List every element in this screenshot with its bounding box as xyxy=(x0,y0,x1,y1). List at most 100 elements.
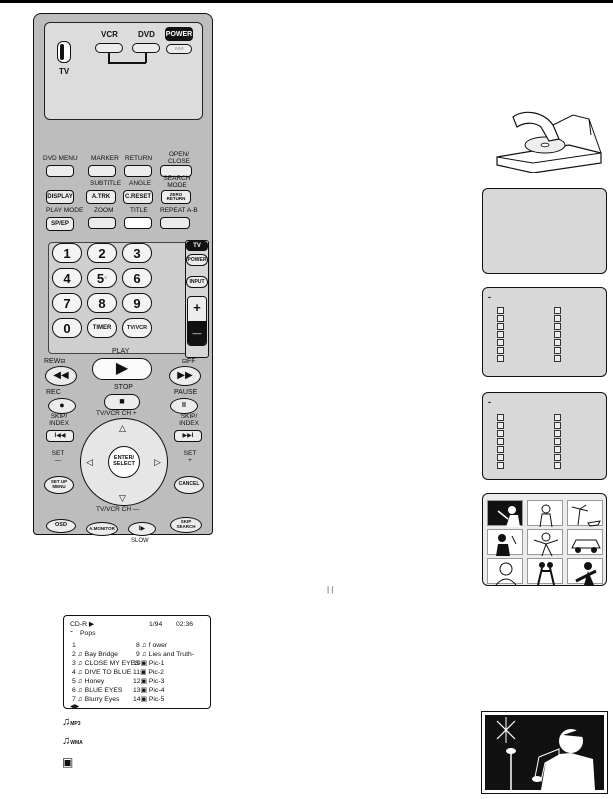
list-item[interactable]: 1 xyxy=(72,642,76,649)
list-item[interactable]: 8 ♫ f ower xyxy=(136,642,168,649)
thumbnail-2[interactable] xyxy=(527,500,563,528)
list-item[interactable]: 9 ♫ Lies and Truth- xyxy=(136,651,195,658)
tv-input-button[interactable]: INPUT xyxy=(186,276,208,288)
number-0-button[interactable]: 0 xyxy=(52,318,82,338)
file-check-icon[interactable] xyxy=(497,355,504,362)
file-check-icon[interactable] xyxy=(554,347,561,354)
file-check-icon[interactable] xyxy=(554,355,561,362)
thumbnail-7[interactable] xyxy=(487,558,523,586)
file-check-icon[interactable] xyxy=(497,454,504,461)
display-button[interactable]: DISPLAY xyxy=(46,190,74,204)
c-reset-button[interactable]: C.RESET xyxy=(123,190,153,204)
open-close-button[interactable] xyxy=(160,165,192,177)
list-item[interactable]: 11▣ Pic-2 xyxy=(133,669,164,676)
file-check-icon[interactable] xyxy=(554,315,561,322)
list-item[interactable]: 4 ♫ DIVE TO BLUE xyxy=(72,669,132,676)
enter-select-button[interactable]: ENTER/ SELECT xyxy=(108,446,140,478)
zoom-button[interactable] xyxy=(88,217,116,229)
thumbnail-5[interactable] xyxy=(527,529,563,557)
file-check-icon[interactable] xyxy=(497,414,504,421)
list-item[interactable]: 12▣ Pic-3 xyxy=(133,678,165,685)
file-check-icon[interactable] xyxy=(554,462,561,469)
number-5-button[interactable]: 5○ xyxy=(87,268,117,288)
page-nav-arrows[interactable]: ◀▶ xyxy=(70,704,80,710)
thumbnail-9[interactable] xyxy=(567,558,603,585)
thumbnail-8[interactable] xyxy=(527,558,563,586)
pause-button[interactable]: II xyxy=(170,398,198,414)
dvd-mode-button[interactable] xyxy=(132,43,160,53)
thumbnail-1[interactable] xyxy=(487,500,523,527)
file-check-icon[interactable] xyxy=(497,430,504,437)
number-6-button[interactable]: 6 xyxy=(122,268,152,288)
list-item[interactable]: 5 ♫ Honey xyxy=(72,678,105,685)
file-check-icon[interactable] xyxy=(554,307,561,314)
file-check-icon[interactable] xyxy=(554,323,561,330)
list-item[interactable]: 7 ♫ Blurry Eyes xyxy=(72,696,120,703)
repeat-ab-button[interactable] xyxy=(160,217,190,229)
volume-down-button[interactable]: — xyxy=(188,321,206,345)
file-check-icon[interactable] xyxy=(497,422,504,429)
timer-button[interactable]: TIMER xyxy=(87,318,117,338)
setup-menu-button[interactable]: SET UP MENU xyxy=(44,476,74,494)
left-arrow-button[interactable]: ◁ xyxy=(86,457,93,467)
play-button[interactable]: ▶ xyxy=(92,358,152,380)
file-check-icon[interactable] xyxy=(554,454,561,461)
stop-button[interactable]: ■ xyxy=(104,394,140,410)
number-7-button[interactable]: 7 xyxy=(52,293,82,313)
volume-up-button[interactable]: + xyxy=(188,297,206,321)
number-2-button[interactable]: 2 xyxy=(87,243,117,263)
a-trk-button[interactable]: A.TRK xyxy=(86,190,116,204)
slow-button[interactable]: I▶ xyxy=(128,522,156,536)
down-arrow-button[interactable]: ▽ xyxy=(119,493,126,503)
list-item[interactable]: 13▣ Pic-4 xyxy=(133,687,165,694)
osd-button[interactable]: OSD xyxy=(46,519,76,533)
rew-button[interactable]: ◀◀ xyxy=(45,366,77,386)
file-check-icon[interactable] xyxy=(497,315,504,322)
list-item[interactable]: 2 ♫ Bay Bridge xyxy=(72,651,118,658)
thumbnail-3[interactable] xyxy=(567,500,603,527)
list-item[interactable]: 10▣ Pic-1 xyxy=(133,660,165,667)
file-check-icon[interactable] xyxy=(554,438,561,445)
right-arrow-button[interactable]: ▷ xyxy=(154,457,161,467)
rec-button[interactable]: ● xyxy=(48,398,76,414)
zero-return-button[interactable]: ZERO RETURN xyxy=(161,190,191,204)
file-check-icon[interactable] xyxy=(497,339,504,346)
dvd-menu-button[interactable] xyxy=(46,165,74,177)
title-button[interactable] xyxy=(124,217,152,229)
skip-search-button[interactable]: SKIP SEARCH xyxy=(170,517,202,533)
list-item[interactable]: 14▣ Pic-5 xyxy=(133,696,165,703)
list-item[interactable]: 6 ♫ BLUE EYES xyxy=(72,687,123,694)
file-check-icon[interactable] xyxy=(497,446,504,453)
file-check-icon[interactable] xyxy=(497,307,504,314)
marker-button[interactable] xyxy=(88,165,116,177)
thumbnail-6[interactable] xyxy=(567,529,603,555)
file-check-icon[interactable] xyxy=(554,430,561,437)
file-check-icon[interactable] xyxy=(554,331,561,338)
tv-power-button[interactable]: POWER xyxy=(186,254,208,266)
tv-vcr-button[interactable]: TV/VCR xyxy=(122,318,152,338)
list-item[interactable]: 3 ♫ CLOSE MY EYES xyxy=(72,660,140,667)
tv-volume-rocker[interactable]: + — xyxy=(187,296,207,346)
file-check-icon[interactable] xyxy=(554,339,561,346)
number-8-button[interactable]: 8 xyxy=(87,293,117,313)
number-9-button[interactable]: 9 xyxy=(122,293,152,313)
number-3-button[interactable]: 3 xyxy=(122,243,152,263)
up-arrow-button[interactable]: △ xyxy=(119,423,126,433)
number-1-button[interactable]: 1 xyxy=(52,243,82,263)
power-button[interactable]: POWER xyxy=(165,27,193,41)
file-check-icon[interactable] xyxy=(497,462,504,469)
a-monitor-button[interactable]: A.MONITOR xyxy=(86,522,118,536)
cancel-button[interactable]: CANCEL xyxy=(174,476,204,494)
file-check-icon[interactable] xyxy=(497,331,504,338)
file-check-icon[interactable] xyxy=(497,323,504,330)
number-4-button[interactable]: 4 xyxy=(52,268,82,288)
file-check-icon[interactable] xyxy=(554,414,561,421)
sp-ep-button[interactable]: SP/EP xyxy=(46,217,74,231)
vcr-mode-button[interactable] xyxy=(95,43,123,53)
tv-switch[interactable] xyxy=(57,41,71,63)
skip-back-button[interactable]: I◀◀ xyxy=(46,430,74,442)
ff-button[interactable]: ▶▶ xyxy=(169,366,201,386)
file-check-icon[interactable] xyxy=(554,446,561,453)
thumbnail-4[interactable] xyxy=(487,529,523,556)
file-check-icon[interactable] xyxy=(497,438,504,445)
